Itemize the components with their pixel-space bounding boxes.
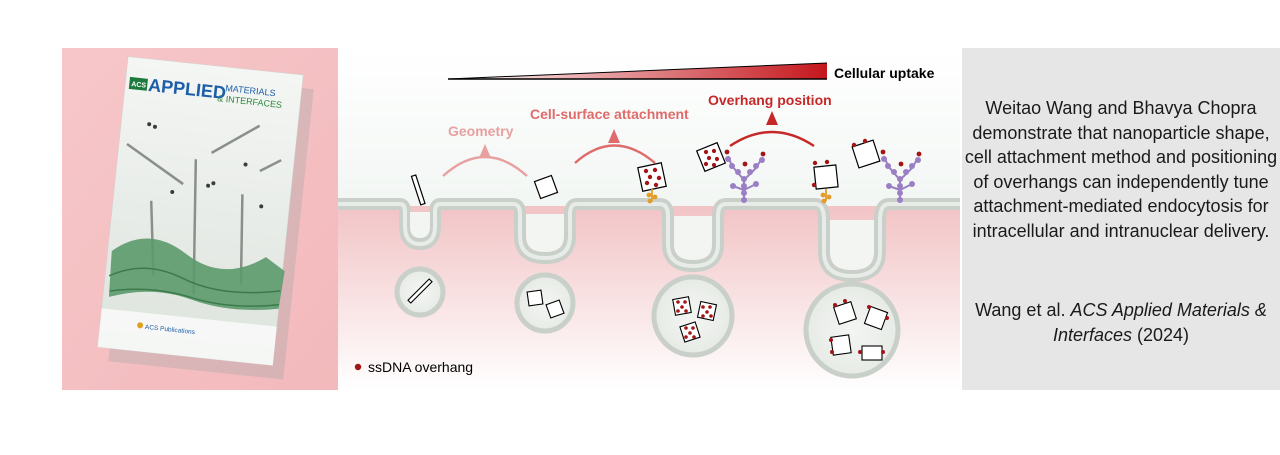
factor-label-geometry: Geometry [448,123,514,139]
caption-body: Weitao Wang and Bhavya Chopra demonstrat… [964,98,1278,241]
uptake-gradient-label: Cellular uptake [834,65,935,81]
legend-label: ssDNA overhang [368,359,473,375]
receptor-tree-2 [880,149,922,203]
legend-overhang-icon [354,363,362,371]
side-overhang-particle [811,159,839,204]
caption-citation: Wang et al. ACS Applied Materials & Inte… [962,298,1280,347]
vesicle-squares [514,272,576,334]
pocket-4 [830,220,874,270]
caption-panel: Weitao Wang and Bhavya Chopra demonstrat… [962,48,1280,390]
journal-cover: ACS APPLIED MATERIALS & INTERFACES ACS P… [97,56,314,380]
pocket-3 [674,216,712,260]
citation-journal: ACS Applied Materials & Interfaces [1052,300,1267,345]
vesicle-side-overhang-particles [803,281,901,379]
pocket-2 [526,214,564,252]
pocket-1 [410,212,430,238]
cover-brand: ACS [131,81,147,90]
vesicle-rod [394,266,446,318]
factor-label-cell-surface: Cell-surface attachment [530,106,689,122]
square-particle [533,174,559,200]
arrow-overhang-icon [766,111,778,125]
arc-cell-surface [574,144,656,164]
side-overhang-particle-free [851,138,881,169]
overhang-particle-free [695,141,727,173]
factor-label-overhang: Overhang position [708,92,832,108]
citation-year: (2024) [1137,324,1190,345]
uptake-gradient-edge [447,62,828,80]
vesicle-overhang-particles [651,274,735,358]
rod-particle [410,174,426,206]
citation-authors: Wang et al. [975,300,1066,320]
arrow-cell-surface-icon [608,129,620,143]
cell-membrane [338,198,960,282]
receptor-tree-1 [724,149,766,203]
anchored-overhang-particle [637,162,667,204]
arc-overhang [729,130,815,147]
